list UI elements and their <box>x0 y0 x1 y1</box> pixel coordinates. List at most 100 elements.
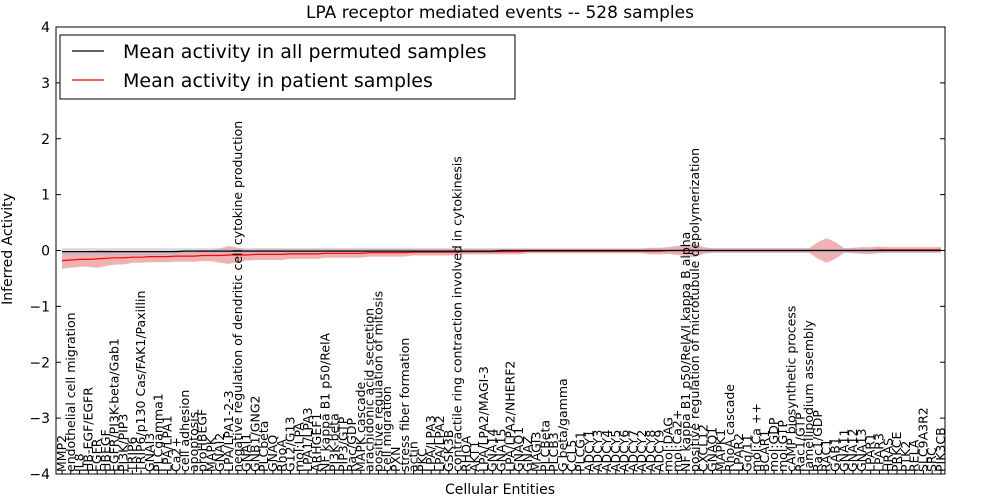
legend-label-permuted: Mean activity in all permuted samples <box>123 41 486 63</box>
x-tick-label: ARHGEF1 <box>309 413 324 472</box>
x-tick-label: Rac/GDP <box>344 418 359 472</box>
x-tick-label: PTK2 <box>898 441 913 472</box>
x-tick-label: ADCY7 <box>625 430 640 472</box>
x-tick-label: RhoA cascade <box>722 384 737 472</box>
y-tick-label: 1 <box>41 188 50 204</box>
x-tick-label: RhoA <box>274 439 289 472</box>
x-tick-label: CXCL12 <box>696 424 711 472</box>
x-tick-label: GNAQ <box>265 435 280 472</box>
x-tick-label: MAPK <box>203 436 218 472</box>
x-tick-label: ADCY6 <box>617 430 632 472</box>
y-tick-label: 2 <box>41 132 50 148</box>
x-tick-label: MAPK cascade <box>353 381 368 472</box>
x-tick-label: TRIP6/p130 Cas/FAK1/Paxillin <box>133 291 148 473</box>
x-tick-label: NF kappa B1 p50/RelA <box>318 332 333 472</box>
x-tick-label: MAGI3 <box>529 432 544 472</box>
chart-title: LPA receptor mediated events -- 528 samp… <box>306 3 694 23</box>
x-tick-label: arachidonic acid secretion <box>362 308 377 472</box>
x-tick-label: LPA1/LPA3 <box>300 407 315 472</box>
legend-box <box>59 34 516 100</box>
x-tick-label: ADCY9 <box>652 430 667 472</box>
x-tick-label: contractile ring contraction involved in… <box>450 156 465 472</box>
x-tick-label: EGFR/PI3K-beta/Gab1 <box>107 338 122 472</box>
x-tick-label: mol:GTP <box>775 420 790 472</box>
x-tick-label: SRC <box>924 447 939 472</box>
x-tick-label: positive regulation of mitosis <box>370 291 385 472</box>
x-tick-label: CCL5 <box>564 440 579 472</box>
x-tick-label: mol:DAG <box>661 417 676 472</box>
x-tick-label: PRKCE <box>889 432 904 472</box>
x-tick-label: GSK3B <box>441 430 456 472</box>
x-tick-label: mol:LPA <box>291 422 306 472</box>
series-lines <box>61 249 941 262</box>
x-tick-label: ADCY8 <box>643 430 658 472</box>
x-tick-label: PIP3/GTP <box>335 416 350 472</box>
x-tick-label: GNA12 <box>845 429 860 473</box>
x-tick-label: GNAI3 <box>142 433 157 472</box>
x-tick-label: PLCG1 <box>573 431 588 472</box>
x-tick-label: Gq/11 <box>740 434 755 472</box>
x-tick-label: GNAI1 <box>239 433 254 472</box>
x-tick-label: HBEGF <box>98 429 113 472</box>
x-tick-label: PXN <box>388 447 403 472</box>
x-tick-label: Rac1/GDP <box>810 410 825 472</box>
x-tick-label: LPA/LPA2/MAGI-3 <box>476 366 491 472</box>
x-tick-label: ADCY4 <box>599 430 614 472</box>
x-tick-label: LPA/LPA1 <box>160 415 175 472</box>
x-tick-label: mol:GDP <box>766 417 781 472</box>
confidence-bands <box>62 238 941 269</box>
x-tick-label: HB-EGF/EGFR <box>80 387 95 472</box>
x-tick-label: endothelial cell migration <box>63 312 78 472</box>
x-tick-label: G12/G13 <box>283 417 298 472</box>
x-tick-label: apoptosis <box>186 412 201 472</box>
x-tick-label: mol:Ca ++ <box>748 403 763 472</box>
x-tick-label: LPA/LPA2 <box>432 415 447 472</box>
x-tick-label: ADCY1 <box>581 430 596 472</box>
x-tick-label: ADCY2 <box>634 430 649 472</box>
x-tick-label: GNA15 <box>494 429 509 473</box>
x-tick-label: mol:Ca2+ <box>669 410 684 472</box>
x-tick-label: IL8 <box>72 453 87 472</box>
x-tick-label: PLCbeta <box>256 421 271 472</box>
permuted-line <box>62 249 941 253</box>
y-tick-label: −3 <box>29 411 50 427</box>
x-tick-label: PLCBeta <box>537 420 552 472</box>
x-tick-label: GNA13 <box>854 429 869 473</box>
y-tick-label: −1 <box>29 299 50 315</box>
patient-band <box>62 238 941 269</box>
x-tick-label: LPAR3 <box>872 433 887 472</box>
x-tick-label: LPAR1 <box>863 433 878 472</box>
x-tick-label: lamellipodium assembly <box>801 320 816 472</box>
x-tick-label: RAC1 <box>819 439 834 472</box>
legend-label-patient: Mean activity in patient samples <box>123 70 433 92</box>
x-tick-label: Ca2+ <box>168 437 183 472</box>
y-tick-label: 4 <box>41 20 50 36</box>
x-tick-label: PI3K-beta <box>327 413 342 472</box>
x-tick-label: EGFR <box>89 438 104 472</box>
x-tick-label: GNAZ <box>520 436 535 472</box>
x-tick-label: GNAI2 <box>212 433 227 472</box>
legend: Mean activity in all permuted samples Me… <box>59 34 516 100</box>
y-tick-label: 3 <box>41 76 50 92</box>
x-tick-label: positive regulation of microtubule depol… <box>687 148 702 472</box>
x-tick-label: BCAR1 <box>757 430 772 472</box>
x-tick-label: ADCY3 <box>590 430 605 472</box>
y-tick-label: −4 <box>29 467 50 483</box>
x-tick-label: LPAR2 <box>731 433 746 472</box>
x-tick-label: MAPK1 <box>713 429 728 472</box>
x-tick-label: PIK3CB <box>933 427 948 472</box>
x-tick-label: PLCB3 <box>546 432 561 472</box>
x-tick-label: LPA/LPA3 <box>423 415 438 472</box>
y-axis-label: Inferred Activity <box>0 193 16 305</box>
x-tick-label: GNA11 <box>836 429 851 473</box>
x-tick-label: proHBEGF <box>195 409 210 472</box>
x-tick-label: LPA/LPA2/NHERF2 <box>502 361 517 472</box>
x-tick-label: SLC9A3R2 <box>915 407 930 472</box>
x-tick-label: actin <box>406 441 421 472</box>
y-tick-label: −2 <box>29 355 50 371</box>
x-tick-label: RELA <box>907 439 922 472</box>
x-tick-label: PI3K/PIP3 <box>116 414 131 472</box>
x-tick-label: HRAS <box>880 438 895 472</box>
x-tick-label: Rac1/GTP <box>792 412 807 472</box>
